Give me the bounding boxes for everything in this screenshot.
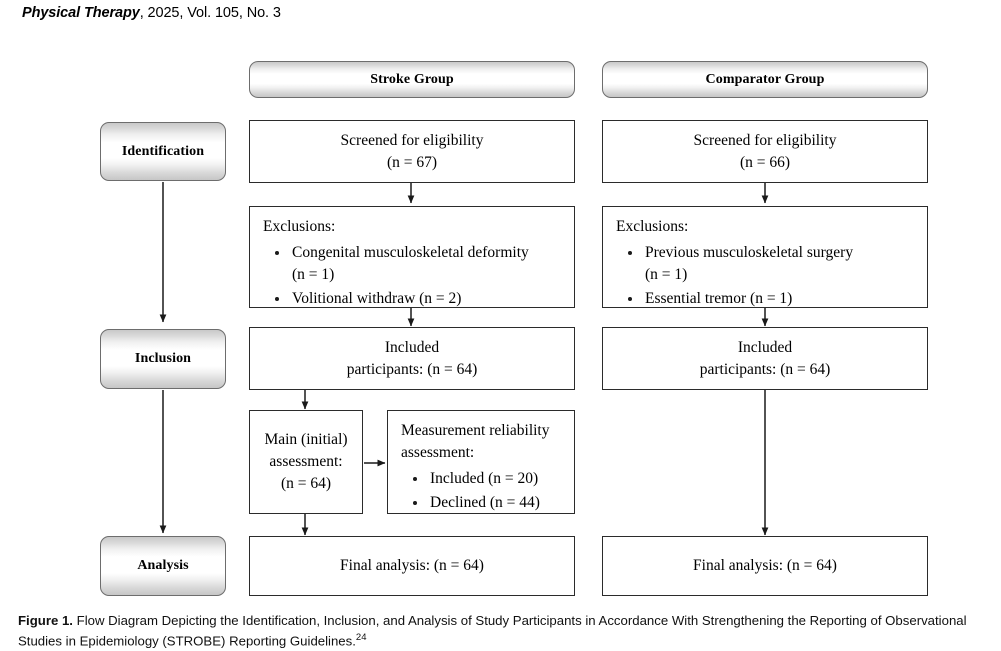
- column-header-comparator-label: Comparator Group: [705, 71, 825, 87]
- comparator-exclusions-title: Exclusions:: [616, 218, 689, 235]
- comparator-included-line1: Included: [737, 338, 793, 356]
- comparator-final-analysis-box: Final analysis: (n = 64): [602, 536, 928, 596]
- stroke-included-line1: Included: [384, 338, 440, 356]
- comparator-exclusion-1-text: Previous musculoskeletal surgery: [645, 244, 854, 261]
- stroke-exclusion-1-sub: (n = 1): [292, 266, 335, 283]
- list-item: Volitional withdraw (n = 2): [263, 288, 529, 310]
- comparator-included-box: Included participants: (n = 64): [602, 327, 928, 390]
- stroke-main-assessment-line3: (n = 64): [280, 475, 332, 492]
- running-head: Physical Therapy, 2025, Vol. 105, No. 3: [22, 5, 281, 21]
- stroke-main-assessment-box: Main (initial) assessment: (n = 64): [249, 410, 363, 514]
- stroke-reliability-item-2: Declined (n = 44): [430, 494, 540, 511]
- stage-box-analysis: Analysis: [100, 536, 226, 596]
- figure-caption: Figure 1. Flow Diagram Depicting the Ide…: [18, 612, 986, 651]
- figure-caption-reference: 24: [355, 631, 367, 643]
- stroke-reliability-line1: Measurement reliability: [401, 422, 550, 439]
- stage-box-identification: Identification: [100, 122, 226, 181]
- stage-label-analysis: Analysis: [137, 558, 189, 573]
- stroke-screened-line2: (n = 67): [386, 153, 438, 171]
- comparator-included-line2: participants: (n = 64): [699, 360, 831, 378]
- comparator-screened-box: Screened for eligibility (n = 66): [602, 120, 928, 183]
- comparator-exclusions-list: Previous musculoskeletal surgery (n = 1)…: [616, 240, 853, 310]
- comparator-exclusions-box: Exclusions: Previous musculoskeletal sur…: [602, 206, 928, 308]
- comparator-final-analysis-label: Final analysis: (n = 64): [693, 557, 837, 574]
- figure-label: Figure 1.: [18, 613, 73, 628]
- comparator-screened-line2: (n = 66): [739, 153, 791, 171]
- stroke-exclusion-2-text: Volitional withdraw (n = 2): [292, 290, 462, 307]
- bullet-icon: [413, 477, 417, 481]
- list-item: Essential tremor (n = 1): [616, 288, 853, 310]
- running-head-rest: , 2025, Vol. 105, No. 3: [139, 5, 281, 21]
- list-item: Declined (n = 44): [401, 492, 540, 514]
- figure-caption-text: Flow Diagram Depicting the Identificatio…: [18, 613, 967, 649]
- flow-diagram: Stroke Group Comparator Group Identifica…: [100, 61, 928, 596]
- bullet-icon: [275, 251, 279, 255]
- comparator-exclusion-1-sub: (n = 1): [645, 266, 688, 283]
- stroke-exclusion-1-text: Congenital musculoskeletal deformity: [292, 244, 529, 261]
- stage-label-inclusion: Inclusion: [134, 351, 192, 366]
- list-item: Congenital musculoskeletal deformity (n …: [263, 242, 529, 286]
- column-header-stroke: Stroke Group: [249, 61, 575, 98]
- stage-box-inclusion: Inclusion: [100, 329, 226, 389]
- bullet-icon: [275, 297, 279, 301]
- stroke-reliability-box: Measurement reliability assessment: Incl…: [387, 410, 575, 514]
- stroke-included-line2: participants: (n = 64): [346, 360, 478, 378]
- stroke-exclusions-list: Congenital musculoskeletal deformity (n …: [263, 240, 529, 310]
- bullet-icon: [413, 501, 417, 505]
- stroke-exclusions-title: Exclusions:: [263, 218, 336, 235]
- stroke-included-box: Included participants: (n = 64): [249, 327, 575, 390]
- stroke-reliability-list: Included (n = 20) Declined (n = 44): [401, 466, 540, 514]
- stroke-reliability-item-1: Included (n = 20): [430, 470, 539, 487]
- list-item: Previous musculoskeletal surgery (n = 1): [616, 242, 853, 286]
- bullet-icon: [628, 251, 632, 255]
- stroke-screened-line1: Screened for eligibility: [340, 131, 484, 149]
- comparator-screened-line1: Screened for eligibility: [693, 131, 837, 149]
- stroke-main-assessment-line2: assessment:: [269, 453, 343, 470]
- stage-label-identification: Identification: [121, 143, 205, 159]
- column-header-comparator: Comparator Group: [602, 61, 928, 98]
- journal-title: Physical Therapy: [22, 5, 140, 21]
- column-header-stroke-label: Stroke Group: [370, 71, 454, 87]
- stroke-final-analysis-box: Final analysis: (n = 64): [249, 536, 575, 596]
- list-item: Included (n = 20): [401, 468, 540, 490]
- stroke-final-analysis-label: Final analysis: (n = 64): [340, 557, 484, 574]
- comparator-exclusion-2-text: Essential tremor (n = 1): [645, 290, 793, 307]
- stroke-reliability-line2: assessment:: [401, 444, 475, 461]
- bullet-icon: [628, 297, 632, 301]
- stroke-screened-box: Screened for eligibility (n = 67): [249, 120, 575, 183]
- stroke-exclusions-box: Exclusions: Congenital musculoskeletal d…: [249, 206, 575, 308]
- stroke-main-assessment-line1: Main (initial): [264, 431, 348, 448]
